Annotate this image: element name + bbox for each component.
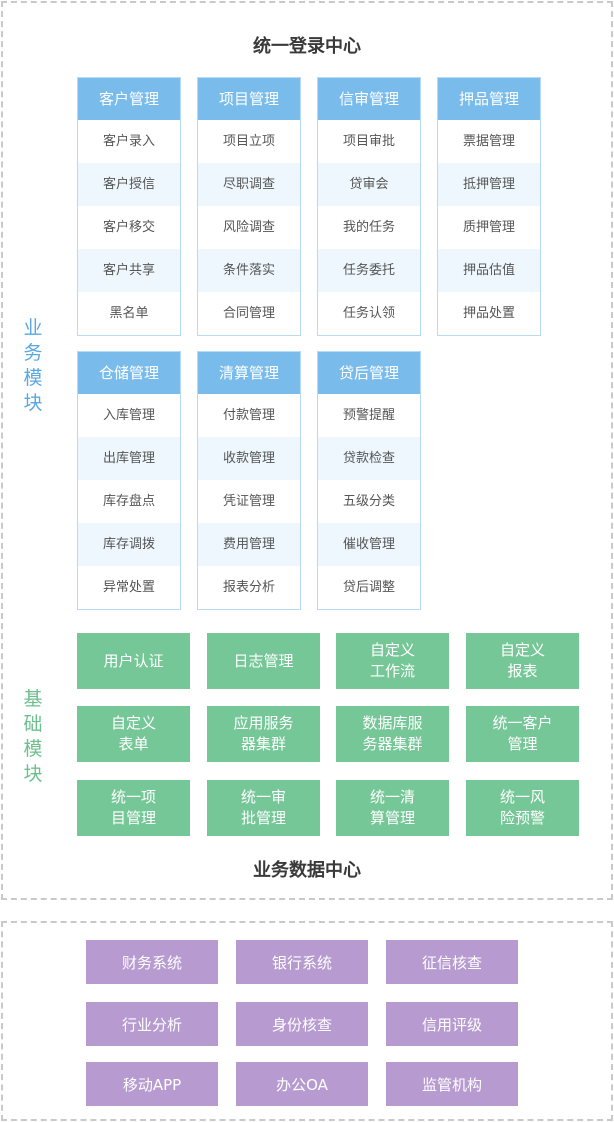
module-header[interactable]: 客户管理: [78, 78, 180, 120]
base-module-box[interactable]: 统一项 目管理: [77, 780, 190, 836]
base-module-box[interactable]: 数据库服 务器集群: [336, 706, 449, 762]
base-module-box[interactable]: 自定义 工作流: [336, 633, 449, 689]
module-item[interactable]: 抵押管理: [438, 163, 540, 206]
external-system-box[interactable]: 监管机构: [386, 1062, 518, 1106]
module-column: 客户管理客户录入客户授信客户移交客户共享黑名单: [77, 77, 181, 336]
business-label-char: 模: [23, 367, 43, 389]
module-item[interactable]: 凭证管理: [222, 494, 275, 509]
module-column: 押品管理票据管理抵押管理质押管理押品估值押品处置: [437, 77, 541, 336]
module-item[interactable]: 客户录入: [102, 134, 155, 149]
external-system-box[interactable]: 征信核查: [386, 940, 518, 984]
module-item[interactable]: 费用管理: [198, 523, 300, 566]
external-system-box[interactable]: 行业分析: [86, 1002, 218, 1046]
base-module-box[interactable]: 统一客户 管理: [466, 706, 579, 762]
platform-frame: [1, 1, 613, 900]
module-item[interactable]: 任务委托: [318, 249, 420, 292]
module-item[interactable]: 付款管理: [222, 408, 275, 423]
business-label-char: 块: [23, 392, 43, 414]
module-item[interactable]: 入库管理: [102, 408, 155, 423]
module-item[interactable]: 客户共享: [78, 249, 180, 292]
module-header[interactable]: 信审管理: [318, 78, 420, 120]
business-label-char: 务: [23, 342, 43, 364]
base-module-box[interactable]: 自定义 报表: [466, 633, 579, 689]
external-system-box[interactable]: 信用评级: [386, 1002, 518, 1046]
module-item[interactable]: 出库管理: [78, 437, 180, 480]
module-header[interactable]: 押品管理: [438, 78, 540, 120]
module-column: 信审管理项目审批贷审会我的任务任务委托任务认领: [317, 77, 421, 336]
module-item[interactable]: 任务认领: [342, 306, 395, 321]
module-header[interactable]: 贷后管理: [318, 352, 420, 394]
external-system-box[interactable]: 身份核查: [236, 1002, 368, 1046]
module-column: 清算管理付款管理收款管理凭证管理费用管理报表分析: [197, 351, 301, 610]
module-item[interactable]: 押品处置: [462, 306, 515, 321]
module-item[interactable]: 库存调拨: [78, 523, 180, 566]
base-label-char: 基: [23, 688, 43, 710]
module-item[interactable]: 库存盘点: [102, 494, 155, 509]
module-item[interactable]: 贷款检查: [318, 437, 420, 480]
external-system-box[interactable]: 办公OA: [236, 1062, 368, 1106]
module-item[interactable]: 五级分类: [342, 494, 395, 509]
module-header[interactable]: 项目管理: [198, 78, 300, 120]
module-header[interactable]: 清算管理: [198, 352, 300, 394]
module-item[interactable]: 押品估值: [438, 249, 540, 292]
base-modules-label: 基 础 模 块: [22, 687, 44, 787]
module-item[interactable]: 黑名单: [109, 306, 149, 321]
module-item[interactable]: 客户移交: [102, 220, 155, 235]
data-center-title: 业务数据中心: [253, 860, 361, 881]
module-item[interactable]: 合同管理: [222, 306, 275, 321]
module-item[interactable]: 风险调查: [222, 220, 275, 235]
base-module-box[interactable]: 统一风 险预警: [466, 780, 579, 836]
module-item[interactable]: 我的任务: [342, 220, 395, 235]
module-item[interactable]: 尽职调查: [198, 163, 300, 206]
module-item[interactable]: 票据管理: [462, 134, 515, 149]
module-column: 贷后管理预警提醒贷款检查五级分类催收管理贷后调整: [317, 351, 421, 610]
base-module-box[interactable]: 统一清 算管理: [336, 780, 449, 836]
module-column: 仓储管理入库管理出库管理库存盘点库存调拨异常处置: [77, 351, 181, 610]
base-label-char: 块: [23, 763, 43, 785]
module-item[interactable]: 贷后调整: [342, 580, 395, 595]
module-item[interactable]: 报表分析: [222, 580, 275, 595]
module-item[interactable]: 项目立项: [222, 134, 275, 149]
base-label-char: 础: [23, 713, 43, 735]
external-systems-frame: [1, 921, 613, 1121]
module-column: 项目管理项目立项尽职调查风险调查条件落实合同管理: [197, 77, 301, 336]
module-item[interactable]: 异常处置: [102, 580, 155, 595]
login-center-title: 统一登录中心: [253, 36, 361, 57]
business-modules-label: 业 务 模 块: [22, 316, 44, 416]
base-module-box[interactable]: 日志管理: [207, 633, 320, 689]
module-item[interactable]: 收款管理: [198, 437, 300, 480]
external-system-box[interactable]: 银行系统: [236, 940, 368, 984]
base-label-char: 模: [23, 738, 43, 760]
module-item[interactable]: 预警提醒: [342, 408, 395, 423]
module-item[interactable]: 贷审会: [318, 163, 420, 206]
module-item[interactable]: 条件落实: [198, 249, 300, 292]
base-module-box[interactable]: 统一审 批管理: [207, 780, 320, 836]
module-item[interactable]: 项目审批: [342, 134, 395, 149]
business-label-char: 业: [23, 317, 43, 339]
base-module-box[interactable]: 自定义 表单: [77, 706, 190, 762]
external-system-box[interactable]: 移动APP: [86, 1062, 218, 1106]
module-item[interactable]: 质押管理: [462, 220, 515, 235]
module-item[interactable]: 催收管理: [318, 523, 420, 566]
module-header[interactable]: 仓储管理: [78, 352, 180, 394]
base-module-box[interactable]: 应用服务 器集群: [207, 706, 320, 762]
module-item[interactable]: 客户授信: [78, 163, 180, 206]
base-module-box[interactable]: 用户认证: [77, 633, 190, 689]
external-system-box[interactable]: 财务系统: [86, 940, 218, 984]
